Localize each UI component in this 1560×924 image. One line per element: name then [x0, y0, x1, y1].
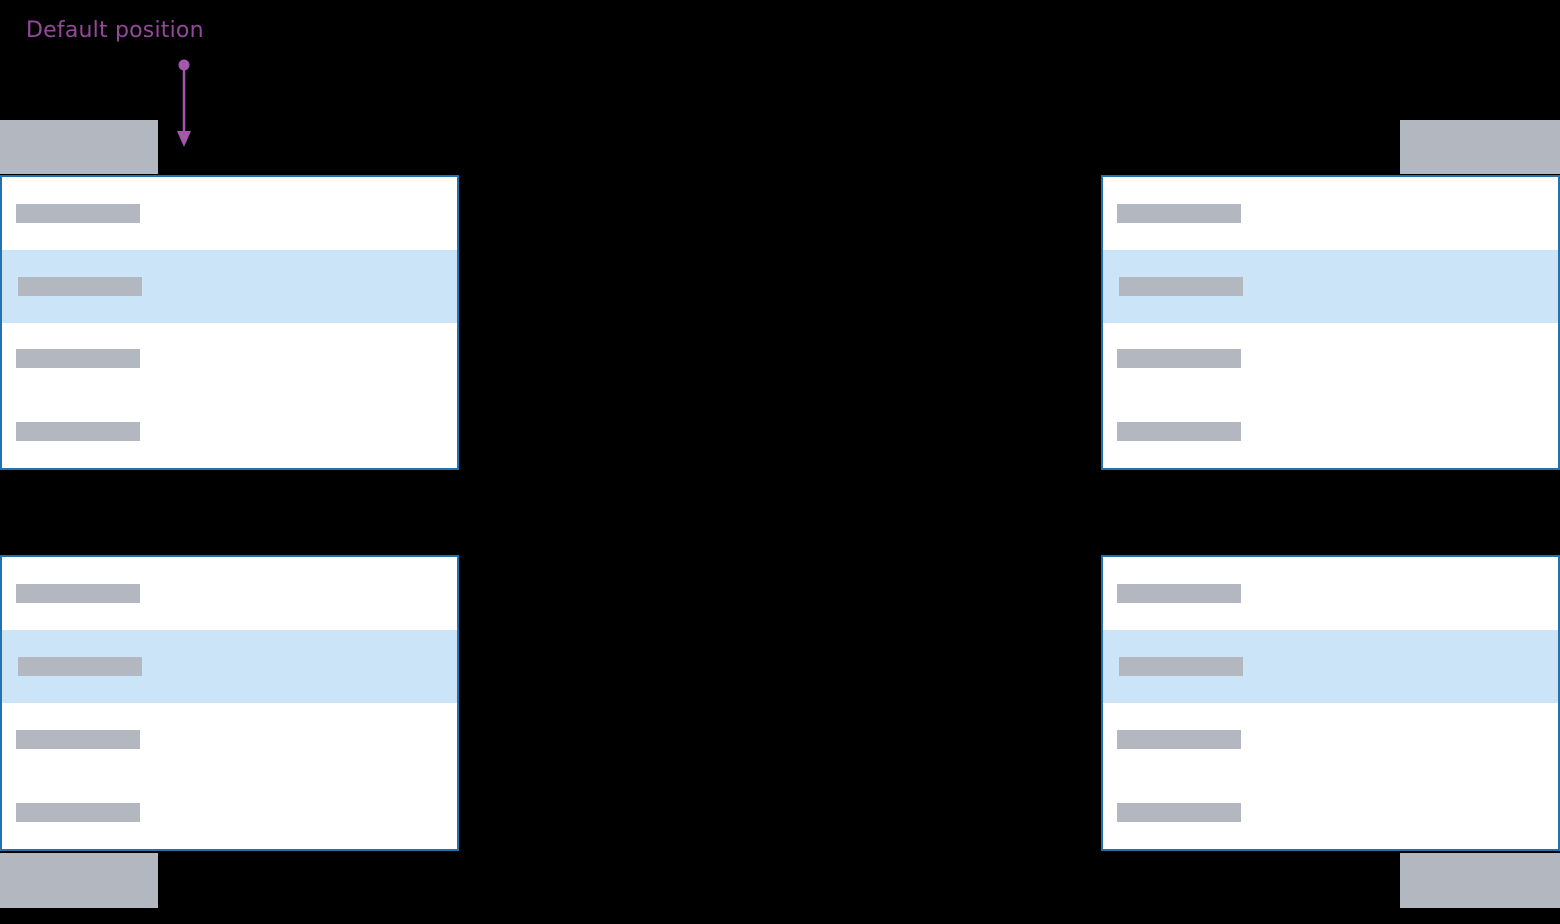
placeholder-text-bar: [16, 584, 140, 603]
placeholder-text-bar: [1117, 203, 1241, 223]
menu-item[interactable]: [1103, 703, 1558, 776]
dropdown-menu: [0, 555, 459, 851]
menu-item[interactable]: [2, 776, 457, 849]
placeholder-text-bar: [18, 276, 142, 296]
menu-item[interactable]: [1103, 395, 1558, 468]
menu-item[interactable]: [2, 703, 457, 776]
menu-item[interactable]: [2, 323, 457, 396]
dropdown-trigger-button[interactable]: [1400, 853, 1560, 908]
placeholder-text-bar: [1117, 349, 1241, 369]
dropdown-trigger-button[interactable]: [0, 853, 158, 908]
placeholder-text-bar: [1117, 584, 1241, 603]
menu-item-highlighted[interactable]: [1103, 249, 1558, 323]
menu-item[interactable]: [1103, 776, 1558, 849]
dropdown-trigger-button[interactable]: [0, 120, 158, 174]
dropdown-menu: [1101, 175, 1560, 470]
placeholder-text-bar: [16, 803, 140, 822]
menu-item-highlighted[interactable]: [2, 249, 457, 323]
menu-item[interactable]: [2, 177, 457, 250]
menu-item-highlighted[interactable]: [1103, 630, 1558, 703]
placeholder-text-bar: [1119, 657, 1243, 676]
menu-item[interactable]: [2, 557, 457, 630]
placeholder-text-bar: [1119, 276, 1243, 296]
dropdown-menu: [0, 175, 459, 470]
placeholder-text-bar: [16, 203, 140, 223]
menu-item[interactable]: [1103, 557, 1558, 630]
dropdown-menu: [1101, 555, 1560, 851]
menu-item[interactable]: [1103, 323, 1558, 396]
placeholder-text-bar: [16, 422, 140, 442]
dropdown-trigger-button[interactable]: [1400, 120, 1560, 174]
placeholder-text-bar: [1117, 803, 1241, 822]
placeholder-text-bar: [18, 657, 142, 676]
placeholder-text-bar: [1117, 730, 1241, 749]
menu-item[interactable]: [2, 395, 457, 468]
annotation-label: Default position: [26, 18, 204, 43]
placeholder-text-bar: [16, 349, 140, 369]
arrow-down-icon: [177, 59, 191, 147]
placeholder-text-bar: [16, 730, 140, 749]
menu-item-highlighted[interactable]: [2, 630, 457, 703]
menu-item[interactable]: [1103, 177, 1558, 250]
placeholder-text-bar: [1117, 422, 1241, 442]
